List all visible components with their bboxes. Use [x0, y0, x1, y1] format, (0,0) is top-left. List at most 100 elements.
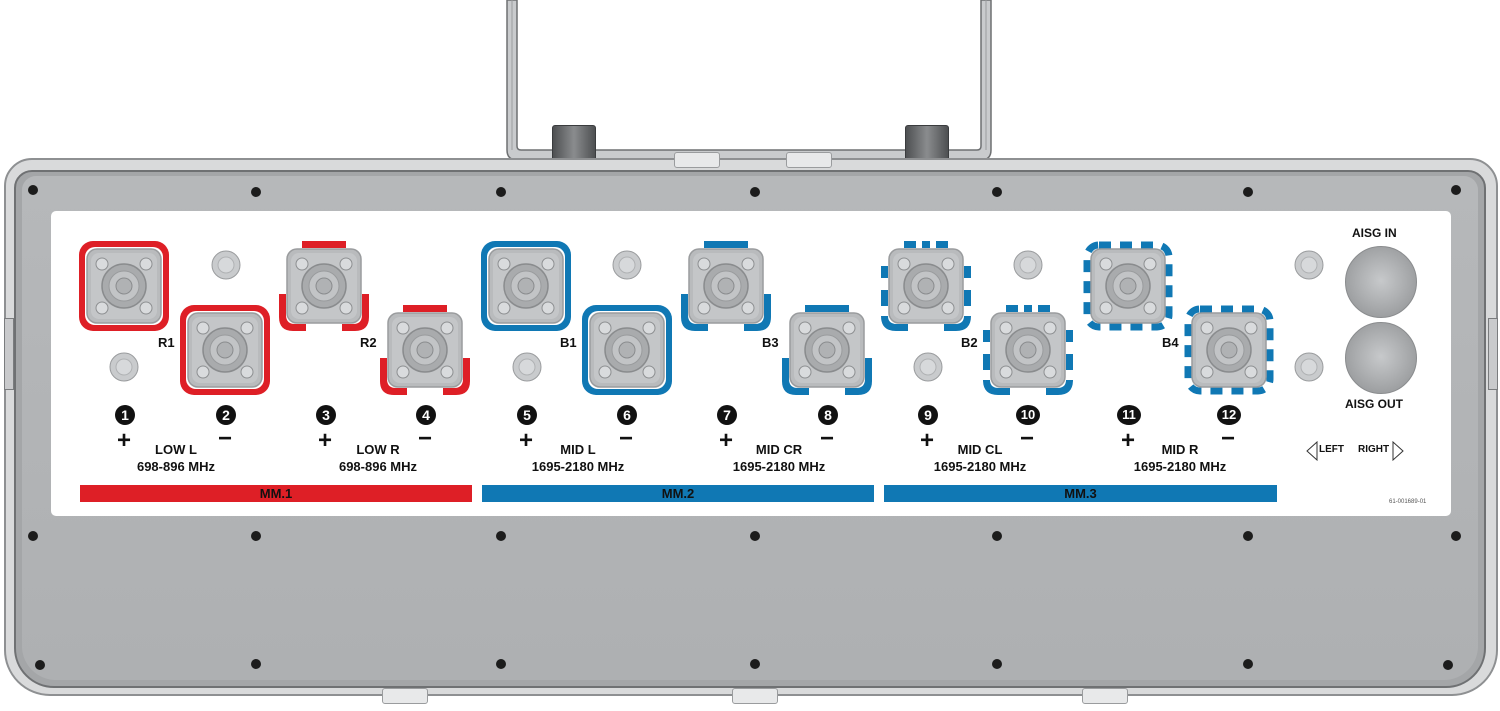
port-polarity: − — [418, 425, 433, 452]
left-arrow-icon — [1306, 441, 1318, 461]
connector-bolt — [897, 301, 911, 315]
connector-bolt — [999, 365, 1013, 379]
band-frequency: 698-896 MHz — [136, 459, 216, 474]
array-frame-dash — [983, 330, 990, 342]
connector-bolt — [196, 321, 210, 335]
port-polarity: + — [117, 427, 132, 454]
band-frequency: 1695-2180 MHz — [1133, 459, 1227, 474]
connector-pin — [216, 341, 234, 359]
part-number: 61-001689-01 — [1389, 499, 1427, 505]
screw — [1243, 187, 1253, 197]
connector-bolt — [295, 301, 309, 315]
connector-bolt — [1244, 365, 1258, 379]
connector-bolt — [741, 301, 755, 315]
side-notch-right — [1488, 318, 1498, 390]
band-frequency: 698-896 MHz — [338, 459, 418, 474]
connector-pin — [416, 341, 434, 359]
array-frame-dash — [983, 380, 1010, 395]
array-frame-top — [704, 241, 748, 248]
array-frame-corner — [681, 294, 708, 331]
array-marker-r1: R1 — [158, 335, 175, 350]
connector-bolt — [642, 365, 656, 379]
connector-bolt — [295, 257, 309, 271]
port-polarity: − — [619, 425, 634, 452]
band-frequency: 1695-2180 MHz — [933, 459, 1027, 474]
band-label: MID CL 1695-2180 MHz — [915, 441, 1045, 475]
module-bar-mm1: MM.1 — [80, 485, 472, 502]
screw — [750, 531, 760, 541]
port-number: 4 — [416, 405, 436, 425]
connector-bolt — [1043, 321, 1057, 335]
band-label: MID CR 1695-2180 MHz — [714, 441, 844, 475]
connector-bolt — [1200, 321, 1214, 335]
band-name: LOW R — [356, 442, 400, 457]
connector-bolt — [598, 365, 612, 379]
connector-bolt — [240, 365, 254, 379]
connector-bolt — [339, 257, 353, 271]
array-frame-dash — [1046, 380, 1073, 395]
array-frame-dash — [964, 266, 971, 278]
array-frame-corner — [279, 294, 306, 331]
band-label: MID R 1695-2180 MHz — [1115, 441, 1245, 475]
connector-bolt — [1200, 365, 1214, 379]
port-number: 11 — [1117, 405, 1141, 425]
connector-bolt — [396, 321, 410, 335]
array-frame-dash — [881, 290, 888, 306]
band-name: MID R — [1161, 442, 1199, 457]
connector-bolt — [497, 301, 511, 315]
array-frame-dash — [1066, 330, 1073, 342]
port-number: 1 — [115, 405, 135, 425]
array-marker-b3: B3 — [762, 335, 779, 350]
vent-plug-center — [1300, 256, 1318, 274]
aisg-in-label: AISG IN — [1352, 226, 1397, 240]
port-number: 10 — [1016, 405, 1040, 425]
screw — [28, 531, 38, 541]
screw — [750, 187, 760, 197]
port-polarity: − — [1020, 425, 1035, 452]
screw — [35, 660, 45, 670]
band-name: MID L — [560, 442, 596, 457]
module-bar-mm3: MM.3 — [884, 485, 1277, 502]
connector-bolt — [139, 301, 153, 315]
array-marker-b2: B2 — [961, 335, 978, 350]
array-frame-dashed — [1083, 241, 1173, 331]
vent-plug-center — [618, 256, 636, 274]
connector-pin — [1220, 341, 1238, 359]
vent-plug-center — [1300, 358, 1318, 376]
port-polarity: − — [218, 425, 233, 452]
band-label: LOW R 698-896 MHz — [318, 441, 438, 475]
connector-bolt — [240, 321, 254, 335]
screw — [496, 531, 506, 541]
array-frame-dash — [1038, 305, 1050, 312]
array-frame-corner — [744, 294, 771, 331]
connector-pin — [115, 277, 133, 295]
array-frame-dash — [1066, 354, 1073, 370]
port-polarity: − — [1221, 425, 1236, 452]
connector-bolt — [1143, 301, 1157, 315]
connector-bolt — [95, 301, 109, 315]
array-frame-dash — [983, 354, 990, 370]
right-label: RIGHT — [1358, 444, 1390, 455]
port-polarity: + — [318, 427, 333, 454]
housing-tab — [674, 152, 720, 168]
connector-pin — [1119, 277, 1137, 295]
connector-bolt — [842, 365, 856, 379]
band-name: LOW L — [155, 442, 197, 457]
band-frequency: 1695-2180 MHz — [732, 459, 826, 474]
array-frame-dash — [1024, 305, 1032, 312]
port-number: 9 — [918, 405, 938, 425]
band-label: MID L 1695-2180 MHz — [513, 441, 643, 475]
array-frame-dashed — [1184, 305, 1274, 395]
port-number: 6 — [617, 405, 637, 425]
port-number: 7 — [717, 405, 737, 425]
aisg-out-label: AISG OUT — [1345, 397, 1404, 411]
connector-pin — [618, 341, 636, 359]
connector-pin — [517, 277, 535, 295]
band-name: MID CL — [957, 442, 1003, 457]
port-polarity: + — [519, 427, 534, 454]
screw — [496, 659, 506, 669]
screw — [251, 659, 261, 669]
array-frame-top — [302, 241, 346, 248]
array-frame-dash — [881, 266, 888, 278]
